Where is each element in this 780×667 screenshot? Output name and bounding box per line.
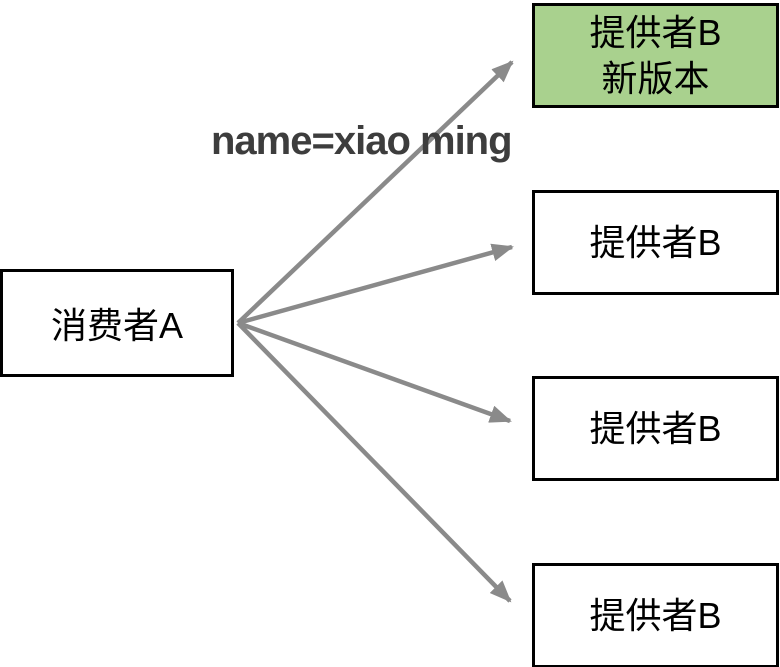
provider-label: 提供者B [589,407,722,449]
provider-label-line1: 提供者B [589,11,722,53]
edge-label: name=xiao ming [211,119,513,163]
arrow-consumer-to-provider-2 [237,243,514,326]
provider-label: 提供者B [589,221,722,263]
arrow-consumer-to-provider-new-version [236,60,514,325]
arrow-consumer-to-provider-3 [237,320,512,424]
arrow-consumer-to-provider-4 [236,321,512,603]
provider-box-3: 提供者B [532,376,779,481]
consumer-box: 消费者A [0,269,234,377]
provider-box-4: 提供者B [532,563,779,667]
provider-box-new-version: 提供者B 新版本 [532,3,779,108]
consumer-label: 消费者A [50,305,183,346]
provider-label: 提供者B [589,594,722,636]
provider-label-line2: 新版本 [601,57,710,99]
provider-box-2: 提供者B [532,190,779,295]
